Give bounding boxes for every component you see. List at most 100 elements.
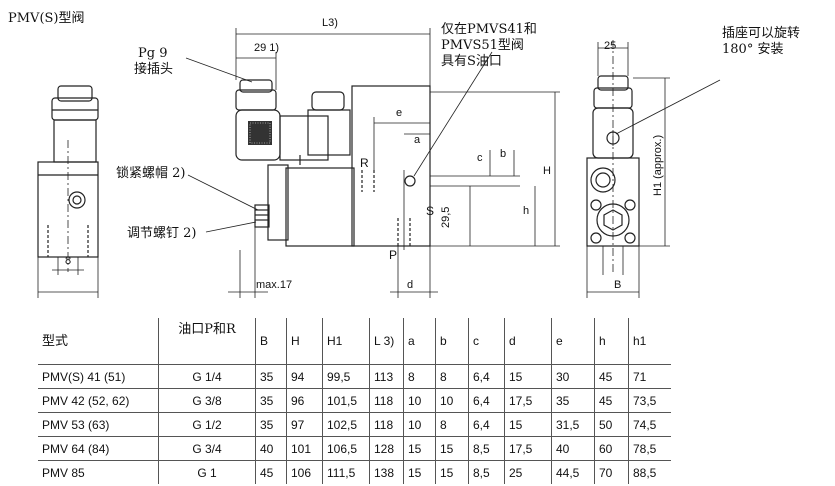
cell-h1: 78,5 xyxy=(633,441,657,456)
dim-l3: L3) xyxy=(322,17,338,29)
dim-d: d xyxy=(407,279,414,291)
cell-c: 6,4 xyxy=(468,388,505,413)
table-row: PMV 42 (52, 62) G 3/8 35 96 101,5 118 10… xyxy=(38,388,671,413)
dim-b: b xyxy=(500,148,507,160)
cell-H1: 102,5 xyxy=(322,412,370,437)
table-row: PMV(S) 41 (51) G 1/4 35 94 99,5 113 8 8 … xyxy=(38,364,671,389)
front-view xyxy=(185,28,560,298)
pg9-label-line1: Pg 9 xyxy=(138,46,168,61)
cell-e: 44,5 xyxy=(551,460,595,484)
valve-drawing xyxy=(37,28,721,298)
col-a: a xyxy=(403,318,436,365)
dim-29: 29 1) xyxy=(254,42,280,54)
cell-type: PMV 42 (52, 62) xyxy=(38,388,159,413)
cell-L3: 113 xyxy=(369,364,404,389)
dim-8: 8 xyxy=(65,255,72,267)
table-row: PMV 53 (63) G 1/2 35 97 102,5 118 10 8 6… xyxy=(38,412,671,437)
cell-B: 40 xyxy=(255,436,287,461)
cell-L3: 138 xyxy=(369,460,404,484)
port-p-label: P xyxy=(389,248,398,262)
col-port: 油口P和R xyxy=(158,318,256,365)
cell-B: 35 xyxy=(255,412,287,437)
cell-port: G 1 xyxy=(158,460,256,484)
cell-H1: 101,5 xyxy=(322,388,370,413)
cell-d: 15 xyxy=(504,364,552,389)
cell-h: 45 xyxy=(594,388,629,413)
cell-B: 45 xyxy=(255,460,287,484)
cell-H: 106 xyxy=(286,460,323,484)
cell-type: PMV 53 (63) xyxy=(38,412,159,437)
cell-e: 31,5 xyxy=(551,412,595,437)
cell-h1: 74,5 xyxy=(633,417,657,432)
cell-c: 8,5 xyxy=(468,436,505,461)
rotate-note-line2: 180° 安装 xyxy=(722,42,784,57)
cell-d: 17,5 xyxy=(504,388,552,413)
col-e: e xyxy=(551,318,595,365)
cell-h1: 71 xyxy=(633,369,647,384)
adjust-screw-label: 调节螺钉 2) xyxy=(127,226,197,241)
port-r-label: R xyxy=(360,156,369,170)
col-B: B xyxy=(255,318,287,365)
col-h: h xyxy=(594,318,629,365)
dim-B: B xyxy=(614,279,622,291)
rotate-note-line1: 插座可以旋转 xyxy=(722,26,801,41)
cell-e: 30 xyxy=(551,364,595,389)
cell-c: 6,4 xyxy=(468,364,505,389)
dim-e: e xyxy=(396,107,403,119)
cell-H: 101 xyxy=(286,436,323,461)
col-type: 型式 xyxy=(38,318,159,365)
cell-b: 8 xyxy=(435,412,469,437)
cell-H: 96 xyxy=(286,388,323,413)
table-header-row: 型式 油口P和R B H H1 L 3) a b c d e h h1 xyxy=(38,318,671,365)
dim-h1-approx: H1 (approx.) xyxy=(652,134,664,196)
cell-d: 25 xyxy=(504,460,552,484)
dim-H: H xyxy=(543,165,551,177)
left-side-view xyxy=(37,85,99,298)
cell-L3: 118 xyxy=(369,388,404,413)
cell-c: 6,4 xyxy=(468,412,505,437)
cell-port: G 3/4 xyxy=(158,436,256,461)
cell-h: 50 xyxy=(594,412,629,437)
dim-max17: max.17 xyxy=(256,279,293,291)
cell-port: G 1/2 xyxy=(158,412,256,437)
dim-a: a xyxy=(414,134,421,146)
cell-port: G 3/8 xyxy=(158,388,256,413)
page-title: PMV(S)型阀 xyxy=(8,11,85,26)
cell-b: 10 xyxy=(435,388,469,413)
cell-h: 60 xyxy=(594,436,629,461)
dim-c: c xyxy=(477,152,483,164)
cell-L3: 128 xyxy=(369,436,404,461)
cell-B: 35 xyxy=(255,364,287,389)
pg9-label-line2: 接插头 xyxy=(134,62,174,77)
cell-d: 15 xyxy=(504,412,552,437)
table-row: PMV 85 G 1 45 106 111,5 138 15 15 8,5 25… xyxy=(38,460,671,484)
cell-h: 70 xyxy=(594,460,629,484)
cell-H1: 99,5 xyxy=(322,364,370,389)
col-L3: L 3) xyxy=(369,318,404,365)
spec-table: 型式 油口P和R B H H1 L 3) a b c d e h h1 PMV(… xyxy=(38,318,671,484)
cell-d: 17,5 xyxy=(504,436,552,461)
cell-type: PMV 85 xyxy=(38,460,159,484)
cell-B: 35 xyxy=(255,388,287,413)
cell-a: 15 xyxy=(403,436,436,461)
dim-29-5: 29,5 xyxy=(440,206,452,228)
cell-type: PMV 64 (84) xyxy=(38,436,159,461)
cell-h1: 73,5 xyxy=(633,393,657,408)
dim-25: 25 xyxy=(604,40,617,52)
pmvs-note-line2: PMVS51型阀 xyxy=(441,38,524,53)
col-b: b xyxy=(435,318,469,365)
col-d: d xyxy=(504,318,552,365)
dim-h: h xyxy=(523,205,530,217)
cell-H1: 111,5 xyxy=(322,460,370,484)
cell-port: G 1/4 xyxy=(158,364,256,389)
cell-a: 15 xyxy=(403,460,436,484)
pmvs-note-line1: 仅在PMVS41和 xyxy=(441,22,537,37)
cell-H: 94 xyxy=(286,364,323,389)
cell-b: 15 xyxy=(435,436,469,461)
cell-h1: 88,5 xyxy=(633,465,657,480)
cell-c: 8,5 xyxy=(468,460,505,484)
col-h1: h1 xyxy=(633,334,647,348)
cell-b: 15 xyxy=(435,460,469,484)
table-row: PMV 64 (84) G 3/4 40 101 106,5 128 15 15… xyxy=(38,436,671,461)
